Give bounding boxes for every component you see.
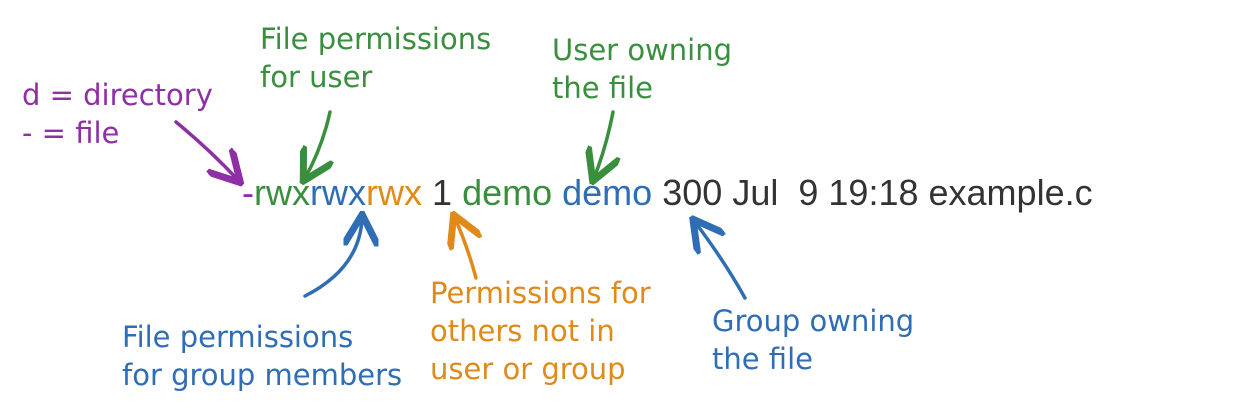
mod-month: Jul — [732, 172, 779, 213]
arrow-owner-group — [695, 222, 747, 300]
note-other-permissions: Permissions for others not in user or gr… — [430, 276, 651, 386]
mod-day: 9 — [798, 172, 819, 213]
arrow-group-perms — [303, 218, 362, 298]
note-group-permissions: File permissions for group members — [122, 320, 403, 392]
owner-group: demo — [562, 172, 653, 213]
arrow-user-perms — [305, 110, 330, 178]
link-count: 1 — [432, 172, 453, 213]
arrow-owner-user — [594, 110, 613, 178]
note-owner-group: Group owning the file — [712, 304, 915, 376]
other-permissions: rwx — [366, 172, 422, 213]
note-file-type: d = directory - = file — [22, 78, 213, 150]
file-size: 300 — [662, 172, 723, 213]
note-owner-user: User owning the file — [552, 33, 733, 105]
arrow-other-perms — [455, 218, 476, 280]
file-name: example.c — [928, 172, 1093, 213]
mod-time: 19:18 — [828, 172, 919, 213]
note-user-permissions: File permissions for user — [260, 22, 492, 94]
arrow-file-type — [174, 120, 238, 180]
user-permissions: rwx — [254, 172, 310, 213]
owner-user: demo — [462, 172, 553, 213]
group-permissions: rwx — [310, 172, 366, 213]
file-type-char: - — [242, 172, 254, 213]
ls-listing-line: -rwxrwxrwx 1 demo demo 300 Jul 9 19:18 e… — [242, 170, 1093, 216]
